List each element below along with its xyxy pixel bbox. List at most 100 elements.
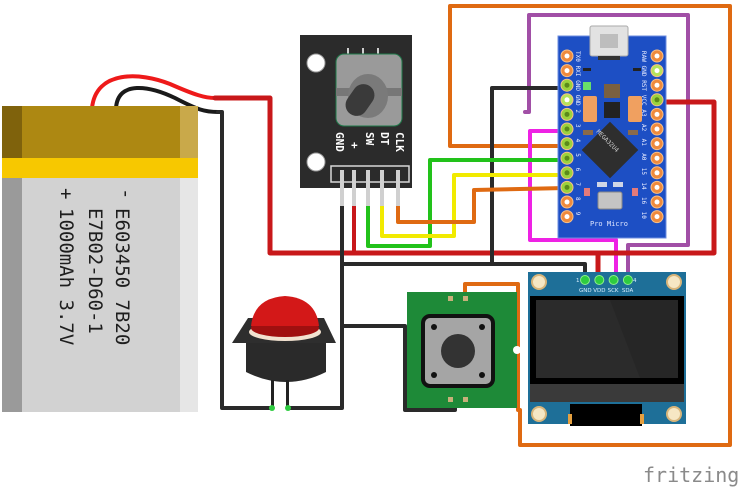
rotary-encoder[interactable]: GND + SW DT CLK xyxy=(300,35,412,206)
button-pin xyxy=(269,405,275,411)
lipo-battery[interactable]: - + E603450 7B20 E7B02-D60-1 1000mAh 3.7… xyxy=(2,74,219,412)
wire-green-sw[interactable] xyxy=(366,158,568,248)
encoder-pin-label-plus: + xyxy=(348,142,361,149)
wire-yellow-dt[interactable] xyxy=(380,173,568,238)
crystal xyxy=(597,191,623,210)
pro-micro-pin-label: 3 xyxy=(574,124,581,128)
pin-hole xyxy=(654,214,660,220)
mount-hole xyxy=(306,53,326,73)
button-cap[interactable] xyxy=(251,296,319,326)
pin-hole xyxy=(564,97,570,103)
button-housing xyxy=(246,343,326,382)
pro-micro-pin-label: 5 xyxy=(574,153,581,157)
encoder-pin-label-dt: DT xyxy=(378,132,391,146)
mount-hole xyxy=(666,274,682,290)
pro-micro-pin-label: A2 xyxy=(640,124,647,132)
pro-micro-pin-label: TX0 xyxy=(574,51,581,62)
pin-hole xyxy=(654,199,660,205)
pin-hole xyxy=(564,126,570,132)
wire-black-encoder-gnd[interactable] xyxy=(288,203,344,410)
pro-micro-pin-label: 8 xyxy=(574,197,581,201)
battery-line3: 1000mAh 3.7V xyxy=(55,208,77,345)
encoder-pin-label-sw: SW xyxy=(363,132,376,146)
oled-pin-label: SCK xyxy=(608,288,619,294)
pro-micro-pin-label: A1 xyxy=(640,139,647,147)
tactile-switch[interactable] xyxy=(407,292,521,408)
pin-hole xyxy=(654,126,660,132)
wire-black-battery-gnd[interactable] xyxy=(216,110,274,410)
mount-hole xyxy=(531,406,547,422)
pin-hole xyxy=(654,68,660,74)
pro-micro-pin-label: RXI xyxy=(574,66,581,77)
tactile-button-cap[interactable] xyxy=(441,334,475,368)
battery-band xyxy=(2,158,198,178)
mount-hole xyxy=(306,152,326,172)
pin-hole xyxy=(564,214,570,220)
wire-orange-loop[interactable] xyxy=(448,4,732,447)
wires xyxy=(212,4,732,447)
pro-micro-pin-label: RST xyxy=(640,80,647,91)
pin-hole xyxy=(564,141,570,147)
pin-hole xyxy=(654,97,660,103)
pro-micro-pin-label: A3 xyxy=(640,109,647,117)
pin-hole xyxy=(654,141,660,147)
pro-micro-pin-label: 7 xyxy=(574,182,581,186)
pin-hole xyxy=(654,155,660,161)
oled-pin-label: SDA xyxy=(622,288,634,294)
oled-pin-vdd[interactable] xyxy=(594,275,605,285)
pro-micro-pin-label: 6 xyxy=(574,168,581,172)
wire-orange-clk[interactable] xyxy=(396,186,568,224)
pin-hole xyxy=(654,53,660,59)
oled-pin-sda[interactable] xyxy=(622,275,633,285)
wire-black-oled-gnd[interactable] xyxy=(490,262,587,277)
pro-micro-pin-label: A0 xyxy=(640,153,647,161)
board-name: Pro Micro xyxy=(590,220,628,228)
pro-micro-pin-label: 14 xyxy=(640,182,647,190)
pro-micro-pin-label: GND xyxy=(574,95,581,106)
pin-hole xyxy=(564,184,570,190)
red-pushbutton[interactable] xyxy=(232,296,336,411)
battery-body xyxy=(2,106,198,412)
pro-micro-pin-label: GND xyxy=(574,80,581,91)
pin-hole xyxy=(564,170,570,176)
pro-micro-pin-label: 2 xyxy=(574,109,581,113)
encoder-pins xyxy=(340,170,400,206)
pin-hole xyxy=(654,111,660,117)
pin-hole xyxy=(564,155,570,161)
pro-micro-pin-label: RAW xyxy=(640,51,647,62)
power-led xyxy=(583,82,591,90)
encoder-knob[interactable] xyxy=(341,80,379,120)
pro-micro-pin-label: 16 xyxy=(640,197,647,205)
pro-micro-pin-label: GND xyxy=(640,66,647,77)
oled-pin-label: VDD xyxy=(593,288,605,294)
pin-hole xyxy=(654,82,660,88)
mount-hole xyxy=(531,274,547,290)
pro-micro-pin-label: 9 xyxy=(574,212,581,216)
pro-micro-pin-label: VCC xyxy=(640,95,647,106)
pin-hole xyxy=(564,53,570,59)
oled-pin-gnd[interactable] xyxy=(580,275,590,285)
fritzing-watermark: fritzing xyxy=(643,463,739,487)
oled-pin-sck[interactable] xyxy=(608,275,619,285)
battery-black-lead xyxy=(114,86,219,114)
pro-micro-board[interactable]: MEGA32U4 Pro Micro TX0RXIGNDGND23456789 … xyxy=(557,25,667,239)
encoder-pin-label-clk: CLK xyxy=(393,132,406,152)
oled-pin-label: GND xyxy=(579,288,592,294)
battery-plus-label: + xyxy=(55,188,77,199)
pro-micro-pin-label: 10 xyxy=(640,212,647,220)
oled-pin-start: 1 xyxy=(576,278,580,284)
wire-purple-sda[interactable] xyxy=(523,13,690,277)
battery-minus-label: - xyxy=(115,188,137,199)
battery-cap xyxy=(2,106,198,158)
mount-hole xyxy=(666,406,682,422)
button-pin xyxy=(285,405,291,411)
encoder-pin-label-gnd: GND xyxy=(333,132,346,152)
pro-micro-pin-label: 15 xyxy=(640,168,647,176)
pin-hole xyxy=(564,82,570,88)
oled-ribbon xyxy=(570,404,642,426)
pro-micro-pin-label: 4 xyxy=(574,139,581,143)
